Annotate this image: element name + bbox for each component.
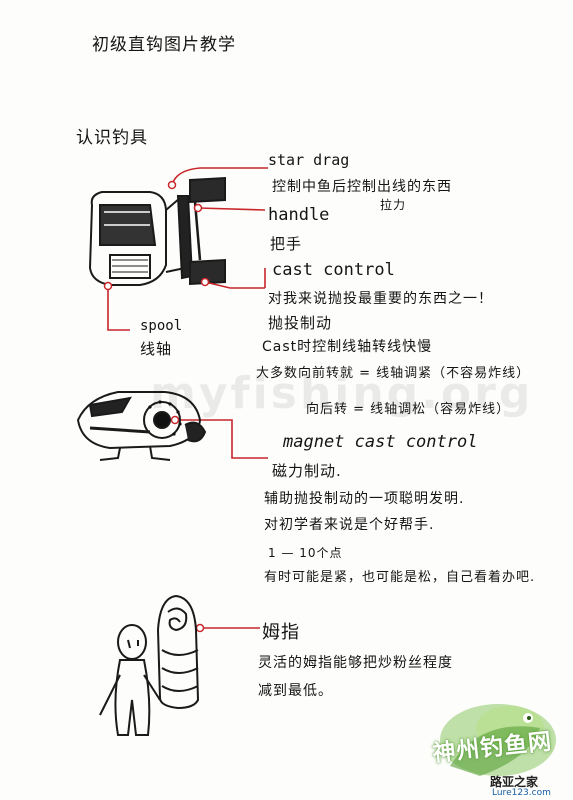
page-title: 初级直钩图片教学 [92, 35, 236, 55]
magnet-line-3: 对初学者来说是个好帮手. [264, 517, 435, 533]
handle-term: handle [268, 205, 330, 225]
spool-desc: 线轴 [140, 340, 173, 358]
star-drag-desc: 控制中鱼后控制出线的东西 [272, 179, 452, 195]
logo-url: Lure123.com [492, 788, 551, 798]
watermark: myfishing.org [150, 368, 534, 419]
magnet-line-5: 有时可能是紧，也可能是松，自己看着办吧. [264, 570, 536, 585]
magnet-line-1: 磁力制动. [272, 462, 342, 480]
magnet-line-2: 辅助抛投制动的一项聪明发明. [264, 491, 465, 507]
stick-figure-sketch [99, 624, 161, 736]
cast-control-term: cast control [272, 260, 395, 280]
star-drag-term: star drag [268, 151, 350, 169]
cast-control-line-1: 对我来说抛投最重要的东西之一！ [268, 291, 493, 307]
site-logo [440, 704, 556, 776]
section-heading: 认识钓具 [76, 128, 148, 148]
cast-control-line-3: Cast时控制线轴转线快慢 [262, 339, 433, 355]
thumb-line-1: 灵活的姆指能够把炒粉丝程度 [258, 655, 453, 671]
reel-side-sketch [76, 391, 207, 461]
handle-desc: 把手 [270, 235, 303, 253]
thumb-sketch [156, 594, 200, 710]
spool-term: spool [140, 318, 183, 334]
reel-front-sketch [88, 176, 226, 286]
thumb-term: 姆指 [262, 622, 300, 643]
logo-subtitle: 路亚之家 [490, 775, 539, 789]
magnet-term: magnet cast control [283, 432, 478, 452]
thumb-line-2: 减到最低。 [258, 683, 333, 699]
magnet-line-4: 1 — 10个点 [268, 546, 343, 560]
cast-control-line-5: 向后转 = 线轴调松（容易炸线） [306, 402, 511, 417]
cast-control-line-2: 抛投制动 [268, 314, 333, 332]
star-drag-note: 拉力 [380, 198, 407, 212]
cast-control-line-4: 大多数向前转就 = 线轴调紧（不容易炸线） [256, 366, 531, 381]
